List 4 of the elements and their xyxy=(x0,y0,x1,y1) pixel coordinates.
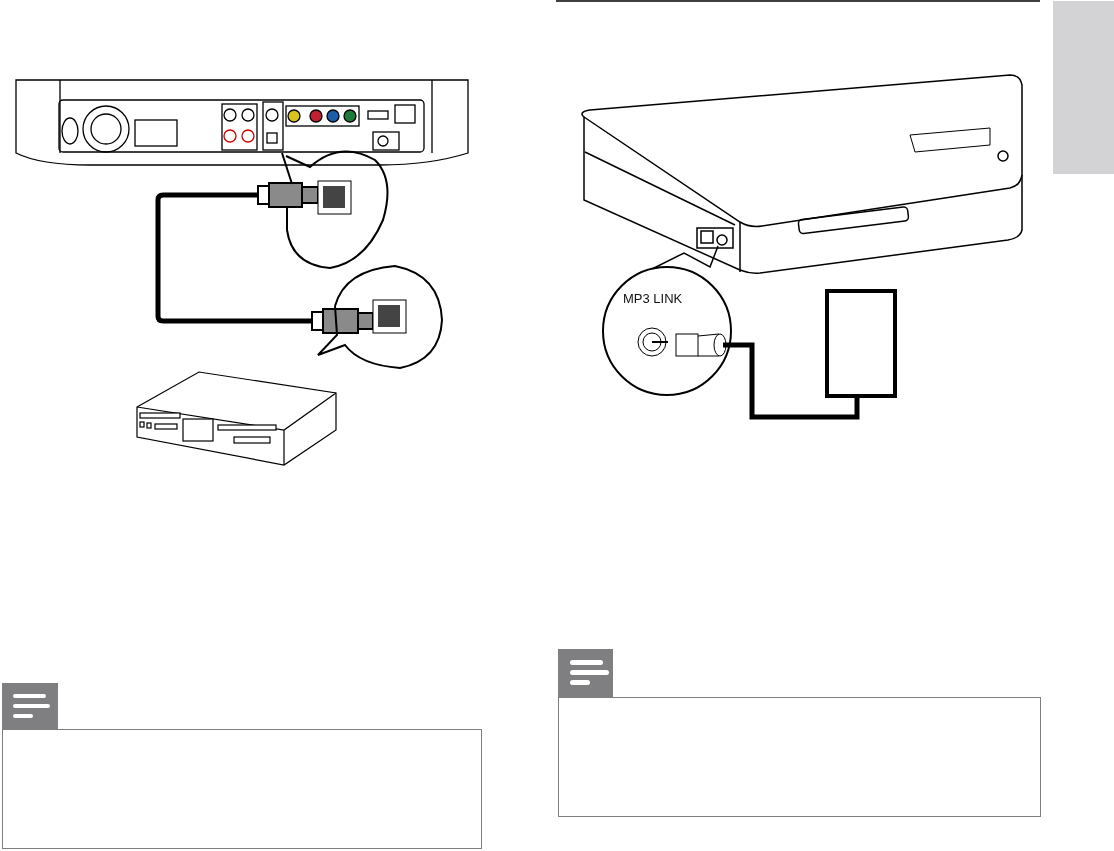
note-box xyxy=(558,697,1041,817)
note-box xyxy=(2,729,482,849)
jack-label: MP3 LINK xyxy=(623,291,683,306)
side-tab xyxy=(1053,1,1114,174)
